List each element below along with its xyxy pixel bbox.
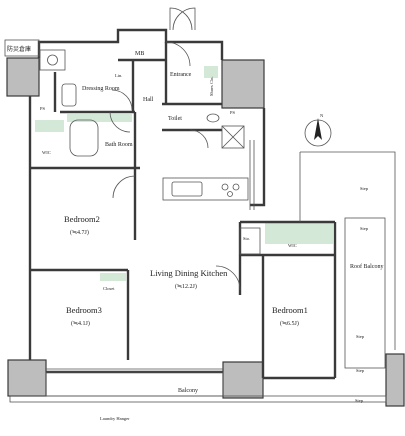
column-top-right bbox=[221, 59, 265, 109]
stove-burner-2 bbox=[232, 183, 240, 191]
column-bottom-right bbox=[222, 361, 264, 399]
label-roof-balcony: Roof Balcony bbox=[350, 263, 384, 270]
balcony-area bbox=[45, 371, 224, 397]
wall-outer-left bbox=[37, 28, 224, 60]
label-mb: MB bbox=[135, 51, 144, 57]
label-storage: Sto. bbox=[243, 236, 250, 241]
label-hall: Hall bbox=[143, 97, 154, 103]
wic-right-fill bbox=[265, 222, 333, 244]
door-swing-entrance-2 bbox=[172, 7, 196, 31]
closet-fill bbox=[100, 273, 126, 281]
column-bottom-left bbox=[7, 359, 47, 397]
wall-right-upper bbox=[250, 108, 266, 207]
label-step-2: Step bbox=[360, 226, 369, 231]
label-emergency-storage: 防災倉庫 bbox=[7, 45, 31, 53]
door-swing-front bbox=[165, 41, 191, 67]
balcony-railing bbox=[9, 395, 387, 403]
compass-label: N bbox=[320, 113, 324, 118]
label-dressing-line1: Dressing Room bbox=[82, 86, 120, 92]
bath-fill bbox=[67, 114, 132, 122]
ps-right-box bbox=[221, 125, 245, 149]
label-wic-left: WIC bbox=[42, 150, 51, 155]
ps-right-x2 bbox=[221, 125, 245, 149]
green-fills bbox=[35, 66, 333, 281]
compass: N bbox=[304, 113, 332, 147]
label-bedroom3-size: (≒4.1J) bbox=[71, 320, 90, 327]
label-ps-right: PS bbox=[230, 110, 236, 115]
label-shoes-closet: Shoes Clo. bbox=[209, 76, 214, 96]
stove-burner-3 bbox=[227, 191, 233, 197]
kitchen-counter bbox=[162, 177, 249, 201]
label-bedroom2: Bedroom2 bbox=[64, 214, 100, 224]
wic-left-fill bbox=[35, 120, 64, 132]
thin-lines bbox=[4, 7, 396, 403]
walls bbox=[28, 28, 337, 380]
washer-drain bbox=[47, 54, 58, 66]
label-roof-balcony-line: Roof Balcony bbox=[350, 263, 384, 270]
column-top-left bbox=[6, 57, 40, 97]
label-entrance: Entrance bbox=[170, 72, 192, 78]
washbasin bbox=[61, 83, 77, 107]
label-dressing: Dressing Room bbox=[82, 86, 120, 92]
column-far-right bbox=[385, 353, 405, 407]
storage-box bbox=[239, 227, 261, 255]
emergency-storage-box bbox=[4, 39, 40, 57]
door-swing-dressing bbox=[111, 89, 133, 111]
label-balcony: Balcony bbox=[178, 388, 198, 394]
label-ldk-size: (≒12.2J) bbox=[175, 283, 197, 290]
label-linen: Lin. bbox=[115, 73, 122, 78]
label-bedroom1: Bedroom1 bbox=[272, 305, 308, 315]
label-closet: Closet bbox=[103, 286, 115, 291]
door-swing-bedroom2 bbox=[112, 175, 136, 199]
bathtub bbox=[69, 119, 99, 157]
label-bedroom3: Bedroom3 bbox=[66, 305, 102, 315]
door-swing-entrance-1 bbox=[169, 7, 193, 31]
shoes-closet-fill bbox=[204, 66, 218, 78]
label-toilet: Toilet bbox=[168, 116, 182, 122]
door-swing-bath bbox=[109, 111, 131, 133]
label-step-4: Step bbox=[356, 368, 365, 373]
label-wic-right: WIC bbox=[288, 243, 297, 248]
room-labels: 防災倉庫 MB Dressing Room Lin. Entrance Shoe… bbox=[7, 45, 384, 421]
label-step-5: Step bbox=[355, 398, 364, 403]
compass-arrow bbox=[314, 118, 322, 140]
door-swing-bedroom1 bbox=[215, 265, 241, 291]
roof-balcony-tile bbox=[344, 217, 386, 369]
stove-burner-1 bbox=[221, 183, 229, 191]
label-step-1: Step bbox=[360, 186, 369, 191]
label-ps-left: PS bbox=[40, 106, 46, 111]
columns bbox=[6, 57, 405, 407]
label-bedroom1-size: (≒6.5J) bbox=[280, 320, 299, 327]
label-bedroom2-size: (≒4.7J) bbox=[70, 229, 89, 236]
toilet-bowl bbox=[206, 113, 220, 123]
label-step-3: Step bbox=[356, 334, 365, 339]
label-ldk: Living Dining Kitchen bbox=[150, 268, 228, 278]
sink bbox=[171, 181, 203, 197]
washer-pan bbox=[39, 49, 66, 71]
label-laundry-hanger: Laundry Hanger bbox=[100, 416, 130, 421]
door-swing-toilet bbox=[189, 129, 209, 149]
roof-balcony-outline bbox=[300, 151, 396, 350]
label-bath-room: Bath Room bbox=[105, 142, 133, 148]
